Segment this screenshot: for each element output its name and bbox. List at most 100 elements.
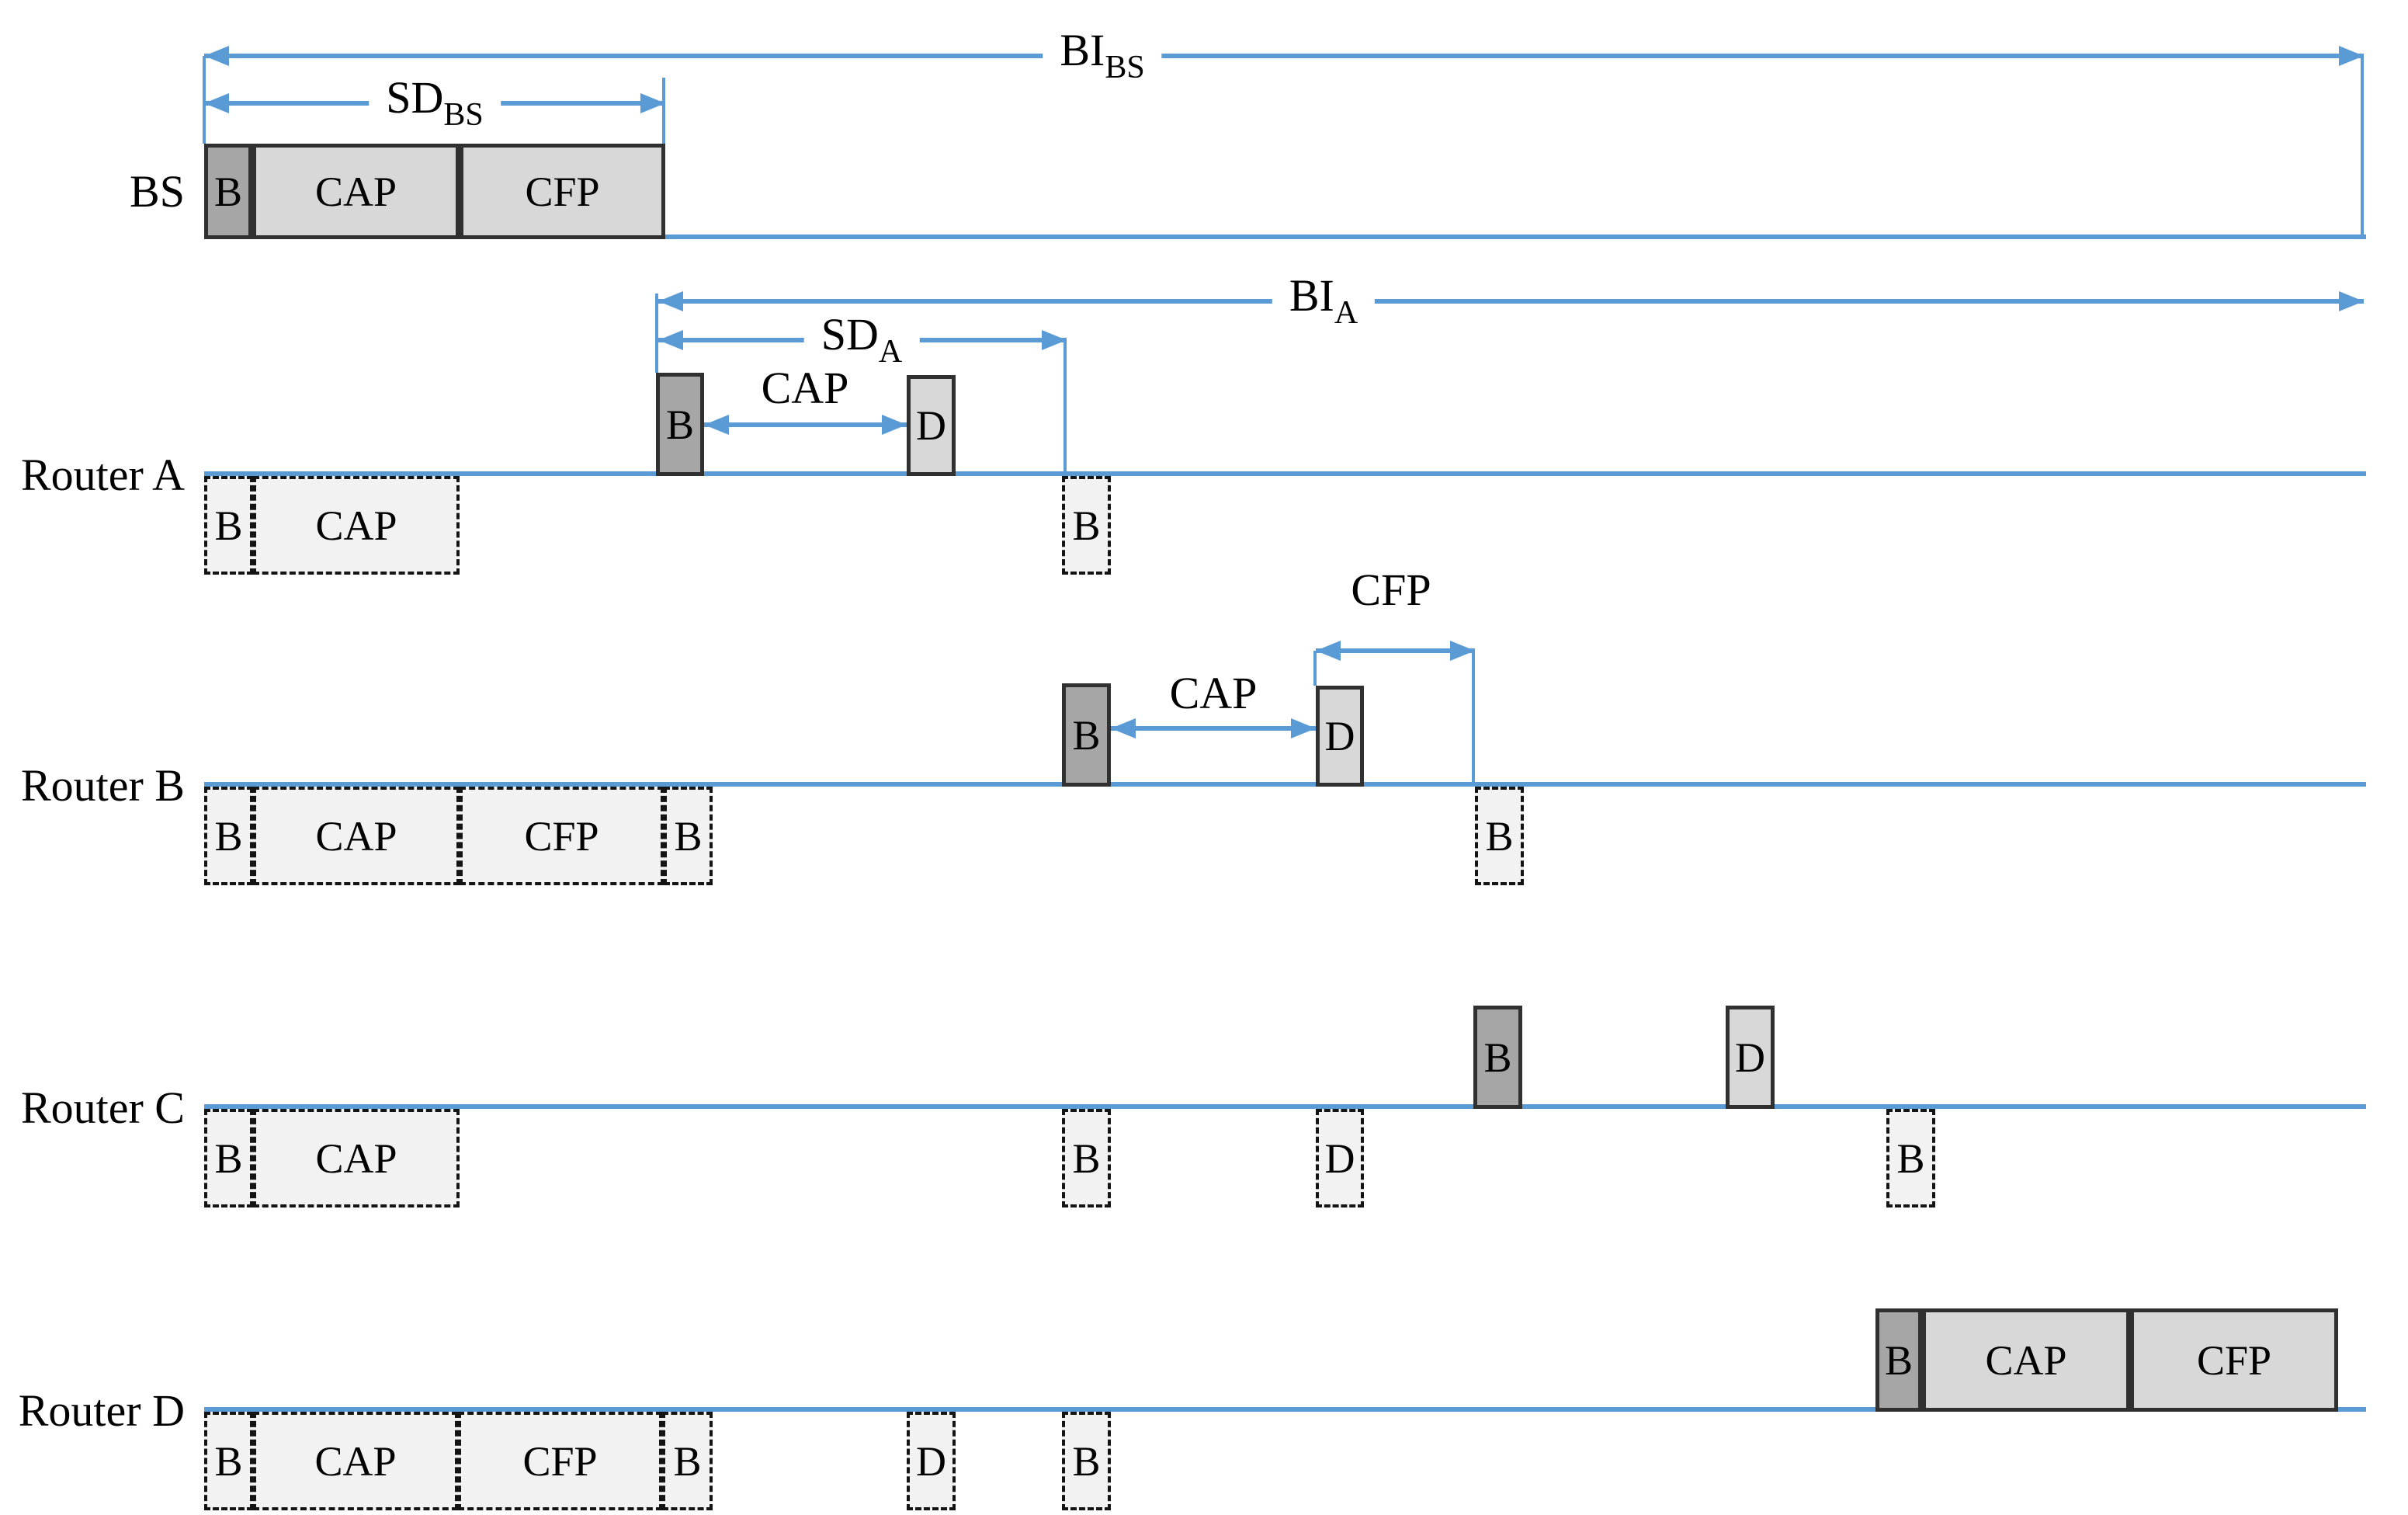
router-a-gts-d: D: [907, 375, 956, 476]
sd-a-arrow-head-right: [1042, 330, 1067, 350]
router-d-ghost-beacon-2: B: [662, 1412, 713, 1510]
sd-bs-arrow-label-text: SD: [386, 72, 444, 123]
router-d-ghost-cfp: CFP: [458, 1412, 662, 1510]
bi-bs-arrow: [204, 54, 2364, 58]
router-b-ghost-beacon-2-label: B: [674, 812, 703, 860]
sd-a-arrow-label: SDA: [803, 308, 920, 373]
router-c-beacon: B: [1473, 1006, 1522, 1109]
router-b-beacon: B: [1062, 683, 1111, 787]
router-c-ghost-beacon-right: B: [1886, 1109, 1935, 1207]
router-a-ghost-cap-label: CAP: [315, 502, 397, 549]
row-label-router-d: Router D: [18, 1385, 185, 1436]
router-c-ghost-d: D: [1316, 1109, 1364, 1207]
router-d-cap-label: CAP: [1985, 1336, 2067, 1384]
bs-cap-label: CAP: [314, 168, 397, 215]
timeline-bs: [204, 235, 2366, 239]
router-c-ghost-cap-label: CAP: [315, 1135, 397, 1182]
cap-a-arrow-label: CAP: [762, 366, 849, 411]
cap-b-arrow-head-right: [1291, 718, 1316, 738]
router-a-beacon-label: B: [665, 401, 695, 448]
router-a-ghost-beacon-right: B: [1062, 476, 1111, 575]
sd-a-arrow-head-left: [658, 330, 683, 350]
sd-bs-arrow-label-subscript: BS: [443, 97, 484, 133]
router-d-cap: CAP: [1922, 1308, 2130, 1412]
cap-b-arrow-label: CAP: [1170, 671, 1258, 716]
bi-bs-arrow-label-subscript: BS: [1105, 50, 1145, 85]
bi-a-arrow: [658, 299, 2364, 304]
guide-a-sd-right: [1063, 340, 1067, 474]
router-d-ghost-beacon-3-label: B: [1072, 1437, 1101, 1485]
sd-bs-arrow-head-right: [640, 93, 665, 113]
row-label-router-c: Router C: [20, 1082, 185, 1133]
guide-bs-right: [2361, 56, 2364, 237]
router-d-ghost-beacon-left: B: [204, 1412, 253, 1510]
router-b-ghost-cap-label: CAP: [315, 812, 397, 860]
router-c-ghost-beacon-left: B: [204, 1109, 253, 1207]
bi-a-arrow-head-left: [658, 291, 683, 311]
bs-beacon: B: [204, 144, 252, 239]
cap-a-arrow: [704, 422, 907, 427]
router-b-ghost-beacon-right-label: B: [1485, 812, 1514, 860]
cap-b-arrow-head-left: [1111, 718, 1136, 738]
row-label-router-b: Router B: [20, 760, 185, 811]
bi-bs-arrow-label: BIBS: [1043, 23, 1162, 89]
router-d-ghost-cfp-label: CFP: [522, 1437, 598, 1485]
cfp-b-arrow-label: CFP: [1351, 568, 1431, 613]
router-d-beacon: B: [1875, 1308, 1922, 1412]
router-b-ghost-beacon-right: B: [1475, 787, 1524, 885]
timeline-router-a: [204, 471, 2366, 476]
router-c-ghost-d-label: D: [1324, 1135, 1355, 1182]
timeline-router-d: [204, 1407, 2366, 1412]
router-c-gts-d: D: [1726, 1006, 1775, 1109]
router-c-ghost-beacon-left-label: B: [214, 1135, 243, 1182]
cap-a-arrow-head-right: [882, 415, 907, 435]
router-b-ghost-cap: CAP: [253, 787, 460, 885]
sd-a-arrow-label-subscript: A: [878, 334, 903, 370]
cap-a-arrow-head-left: [704, 415, 729, 435]
cap-b-arrow: [1111, 726, 1316, 731]
bi-bs-arrow-head-right: [2339, 46, 2364, 66]
bi-bs-arrow-head-left: [204, 46, 229, 66]
router-c-ghost-beacon-right-label: B: [1896, 1135, 1925, 1182]
router-b-ghost-beacon-left: B: [204, 787, 253, 885]
bi-a-arrow-label-subscript: A: [1334, 295, 1358, 331]
bs-cap: CAP: [252, 144, 460, 239]
router-d-ghost-d-label: D: [916, 1437, 946, 1485]
cfp-b-arrow-head-right: [1450, 641, 1475, 661]
router-a-ghost-cap: CAP: [253, 476, 460, 575]
timeline-router-b: [204, 782, 2366, 787]
bi-bs-arrow-label-text: BI: [1060, 25, 1105, 75]
router-b-ghost-beacon-left-label: B: [214, 812, 243, 860]
router-b-ghost-cfp: CFP: [460, 787, 664, 885]
guide-b-cfp-left: [1313, 651, 1317, 686]
guide-a-left: [655, 294, 658, 373]
router-c-ghost-beacon-2: B: [1062, 1109, 1111, 1207]
bi-a-arrow-head-right: [2339, 291, 2364, 311]
router-a-beacon: B: [656, 373, 704, 476]
router-b-beacon-label: B: [1072, 711, 1101, 759]
router-a-ghost-beacon-left-label: B: [214, 502, 243, 549]
router-a-ghost-beacon-right-label: B: [1072, 502, 1101, 549]
bi-a-arrow-label: BIA: [1272, 269, 1376, 334]
router-b-gts-d: D: [1316, 686, 1364, 787]
router-d-ghost-cap-label: CAP: [314, 1437, 397, 1485]
guide-b-cfp-right: [1472, 651, 1475, 784]
sd-bs-arrow-label: SDBS: [369, 71, 501, 136]
router-d-ghost-beacon-2-label: B: [673, 1437, 702, 1485]
cap-a-arrow-label-text: CAP: [761, 363, 849, 413]
router-d-ghost-d: D: [907, 1412, 956, 1510]
bs-cfp-label: CFP: [525, 168, 600, 215]
cfp-b-arrow-head-left: [1316, 641, 1341, 661]
router-c-ghost-beacon-2-label: B: [1072, 1135, 1101, 1182]
router-c-beacon-label: B: [1483, 1034, 1512, 1081]
router-a-gts-d-label: D: [916, 402, 946, 449]
row-label-bs: BS: [130, 166, 185, 217]
row-label-router-a: Router A: [20, 450, 185, 500]
sd-a-arrow-label-text: SD: [821, 309, 879, 360]
router-b-gts-d-label: D: [1324, 713, 1355, 759]
cfp-b-arrow: [1316, 648, 1475, 653]
router-d-ghost-beacon-3: B: [1062, 1412, 1111, 1510]
router-c-ghost-cap: CAP: [253, 1109, 460, 1207]
router-b-ghost-cfp-label: CFP: [524, 812, 599, 860]
